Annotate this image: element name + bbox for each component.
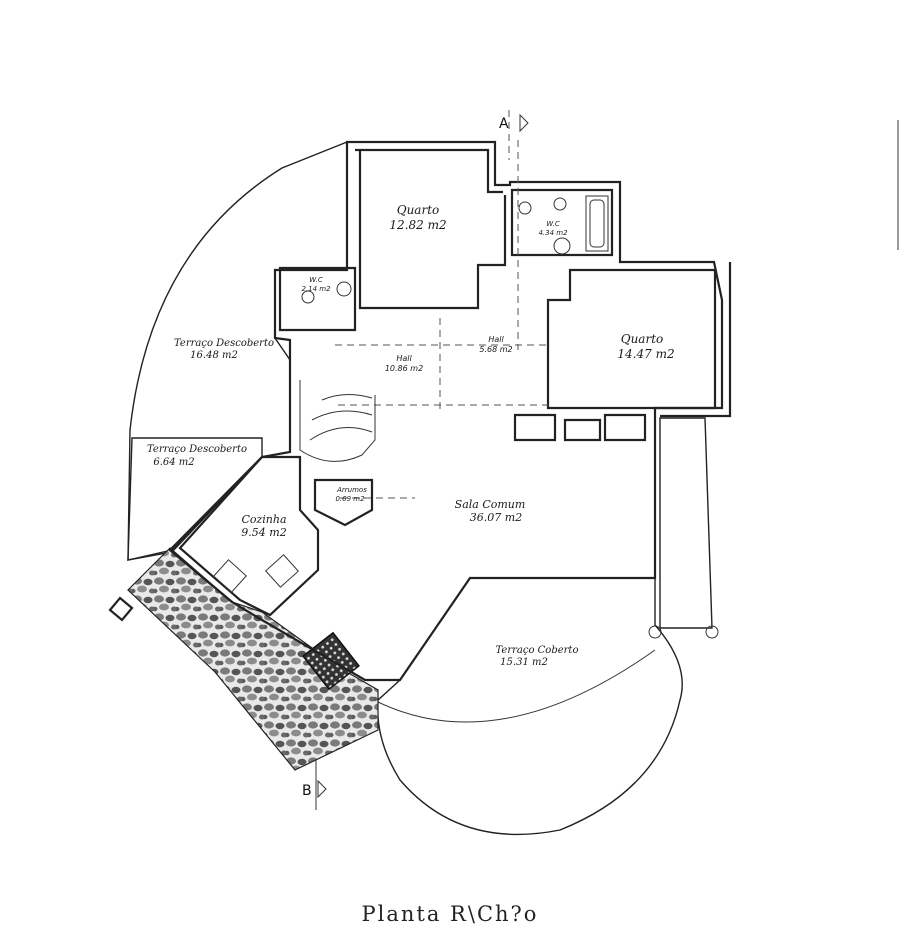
room-name: Quarto [621, 332, 664, 346]
room-area: 9.54 m2 [241, 526, 286, 539]
room-name: Quarto [397, 203, 440, 217]
room-area: 6.64 m2 [153, 457, 194, 468]
room-hall-1: Hall 5.68 m2 [479, 335, 512, 354]
spiral-stair [299, 380, 376, 462]
room-quarto-2: Quarto 14.47 m2 [617, 332, 674, 361]
exterior-walls [168, 140, 724, 682]
room-name: Hall [488, 335, 504, 344]
wc-1-walls [510, 188, 614, 257]
room-name: Hall [396, 354, 412, 363]
room-name: Cozinha [241, 513, 286, 526]
room-name: Terraço Descoberto [174, 338, 274, 349]
room-wc-1: W.C 4.34 m2 [538, 220, 568, 237]
terrace-descoberto-small [127, 437, 263, 561]
plan-caption: Planta R\Ch?o [361, 902, 539, 926]
terrace-coberto [376, 577, 683, 836]
room-area: 12.82 m2 [389, 218, 446, 232]
room-name: Terraço Descoberto [147, 444, 247, 455]
room-area: 16.48 m2 [190, 350, 238, 361]
stair-tiles [659, 417, 713, 629]
room-hall-2: Hall 10.86 m2 [385, 354, 423, 373]
room-area: 2.14 m2 [301, 285, 331, 293]
stone-paving [127, 547, 379, 771]
room-arrumos: Arrumos 0.69 m2 [335, 486, 367, 503]
room-name: W.C [309, 276, 323, 284]
room-area: 5.68 m2 [479, 345, 512, 354]
wc-2-walls [278, 266, 357, 332]
room-terraco-coberto: Terraço Coberto 15.31 m2 [496, 645, 579, 668]
room-area: 14.47 m2 [617, 347, 674, 361]
room-sala-comum: Sala Comum 36.07 m2 [455, 498, 526, 524]
room-area: 36.07 m2 [470, 511, 522, 524]
room-name: W.C [546, 220, 560, 228]
quarto-1-walls [358, 150, 507, 310]
room-area: 10.86 m2 [385, 364, 423, 373]
section-marker-b: B [302, 783, 312, 799]
room-area: 4.34 m2 [538, 229, 568, 237]
room-name: Arrumos [336, 486, 367, 494]
room-terraco-descoberto-1: Terraço Descoberto 16.48 m2 [174, 338, 274, 361]
room-area: 15.31 m2 [500, 657, 548, 668]
cozinha-walls [178, 455, 320, 617]
room-quarto-1: Quarto 12.82 m2 [389, 203, 446, 232]
room-wc-2: W.C 2.14 m2 [301, 276, 331, 293]
room-name: Sala Comum [455, 498, 526, 511]
room-cozinha: Cozinha 9.54 m2 [241, 513, 286, 539]
section-marker-a: A [499, 116, 509, 132]
room-name: Terraço Coberto [496, 645, 579, 656]
quarto-2-walls [546, 268, 717, 410]
room-area: 0.69 m2 [335, 495, 365, 503]
room-terraco-descoberto-2: Terraço Descoberto 6.64 m2 [147, 444, 247, 468]
